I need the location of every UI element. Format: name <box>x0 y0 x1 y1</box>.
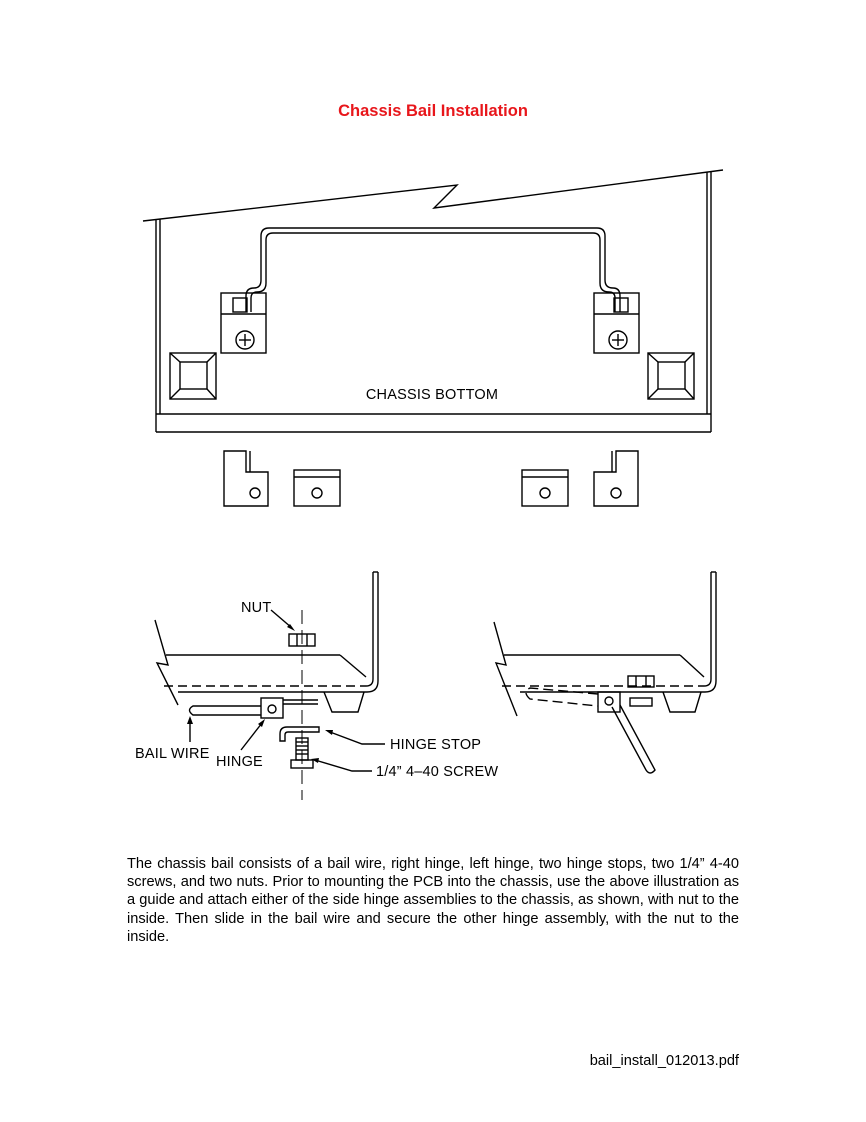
instructions-paragraph: The chassis bail consists of a bail wire… <box>127 856 739 945</box>
loose-parts <box>223 450 639 507</box>
right-hinge-part <box>593 450 639 507</box>
footer-filename: bail_install_012013.pdf <box>589 1053 739 1069</box>
assembled-side-view <box>493 571 717 774</box>
nut-icon <box>288 633 316 647</box>
exploded-side-view: NUT BAIL WIRE HINGE HINGE STOP 1/4” 4–40… <box>135 571 498 800</box>
chassis-break-line <box>142 169 724 222</box>
chassis-top-view: CHASSIS BOTTOM <box>142 169 724 433</box>
page-title: Chassis Bail Installation <box>338 102 528 120</box>
bail-wire-top <box>245 227 621 312</box>
screw-head-icon <box>235 330 255 350</box>
left-hinge-top <box>220 292 267 354</box>
screw-label: 1/4” 4–40 SCREW <box>376 764 498 780</box>
assembled-nut-icon <box>627 675 655 688</box>
chassis-bottom-label: CHASSIS BOTTOM <box>366 387 498 403</box>
screw-icon <box>290 737 314 769</box>
left-foot <box>169 352 217 400</box>
right-foot <box>647 352 695 400</box>
bail-wire-side <box>188 705 261 716</box>
hinge-stop-side <box>279 726 320 742</box>
left-hinge-part <box>223 450 269 507</box>
assembled-bail-wire <box>611 704 656 774</box>
screw-head-icon <box>608 330 628 350</box>
assembled-hinge-icon <box>597 691 621 713</box>
nut-label: NUT <box>241 600 271 616</box>
right-hinge-top <box>593 292 640 354</box>
chassis-bail-diagram: CHASSIS BOTTOM <box>135 169 724 800</box>
hinge-stop-part <box>521 469 569 507</box>
hinge-stop-part <box>293 469 341 507</box>
bail-wire-label: BAIL WIRE <box>135 746 210 762</box>
hinge-stop-label: HINGE STOP <box>390 737 481 753</box>
hinge-side-icon <box>260 697 318 719</box>
hinge-label: HINGE <box>216 754 263 770</box>
